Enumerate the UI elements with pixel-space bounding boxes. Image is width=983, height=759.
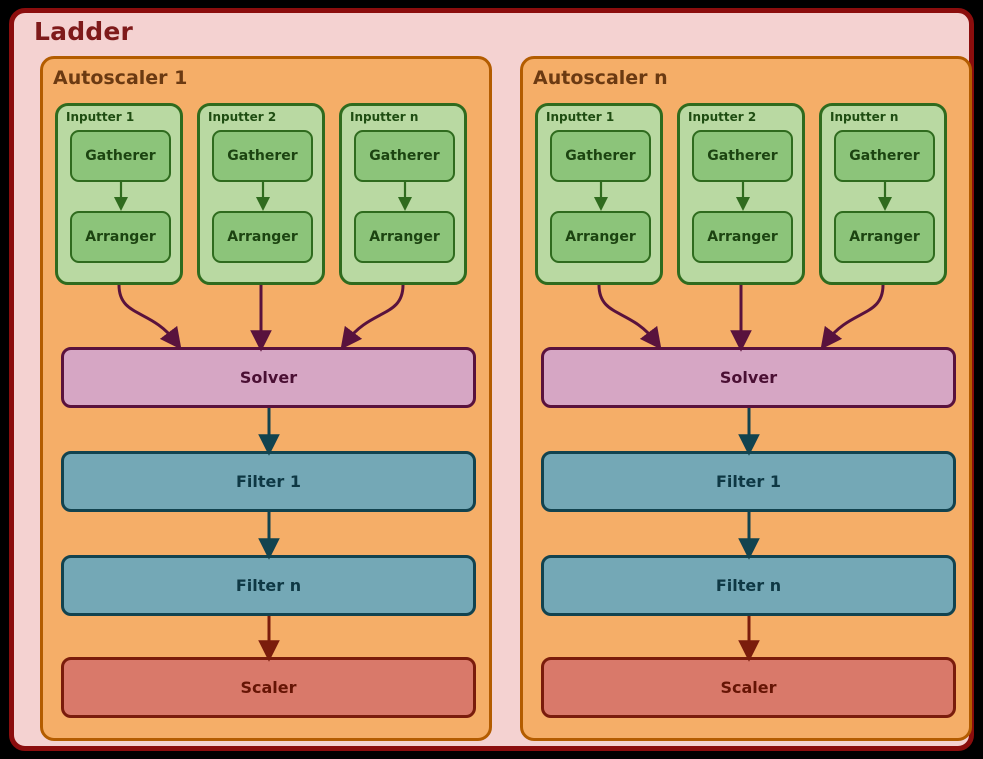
- inputter-title: Inputter 1: [66, 110, 135, 124]
- gatherer-box: Gatherer: [692, 130, 793, 182]
- filter-n-box: Filter n: [61, 555, 476, 616]
- autoscaler-n-inputter-n: Inputter n Gatherer Arranger: [819, 103, 947, 285]
- inputter-title: Inputter 2: [208, 110, 277, 124]
- autoscaler-1-inputter-1: Inputter 1 Gatherer Arranger: [55, 103, 183, 285]
- inputter-title: Inputter n: [350, 110, 419, 124]
- arranger-box: Arranger: [692, 211, 793, 263]
- ladder-title: Ladder: [34, 17, 134, 46]
- arranger-box: Arranger: [834, 211, 935, 263]
- ladder-container: Ladder Autoscaler 1 Inputter 1 Gatherer …: [9, 8, 974, 751]
- scaler-box: Scaler: [61, 657, 476, 718]
- inputter-title: Inputter 1: [546, 110, 615, 124]
- autoscaler-1-inputter-n: Inputter n Gatherer Arranger: [339, 103, 467, 285]
- solver-box: Solver: [61, 347, 476, 408]
- inputter-title: Inputter n: [830, 110, 899, 124]
- gatherer-box: Gatherer: [70, 130, 171, 182]
- arranger-box: Arranger: [70, 211, 171, 263]
- autoscaler-n-inputter-2: Inputter 2 Gatherer Arranger: [677, 103, 805, 285]
- gatherer-box: Gatherer: [550, 130, 651, 182]
- filter-n-box: Filter n: [541, 555, 956, 616]
- arranger-box: Arranger: [212, 211, 313, 263]
- arranger-box: Arranger: [354, 211, 455, 263]
- autoscaler-n-panel: Autoscaler n Inputter 1 Gatherer Arrange…: [520, 56, 972, 741]
- gatherer-box: Gatherer: [354, 130, 455, 182]
- filter-1-box: Filter 1: [541, 451, 956, 512]
- autoscaler-1-panel: Autoscaler 1 Inputter 1 Gatherer Arrange…: [40, 56, 492, 741]
- inputter-title: Inputter 2: [688, 110, 757, 124]
- autoscaler-n-title: Autoscaler n: [533, 67, 668, 89]
- autoscaler-n-inputter-1: Inputter 1 Gatherer Arranger: [535, 103, 663, 285]
- scaler-box: Scaler: [541, 657, 956, 718]
- autoscaler-1-inputter-2: Inputter 2 Gatherer Arranger: [197, 103, 325, 285]
- arranger-box: Arranger: [550, 211, 651, 263]
- autoscaler-1-title: Autoscaler 1: [53, 67, 188, 89]
- gatherer-box: Gatherer: [212, 130, 313, 182]
- gatherer-box: Gatherer: [834, 130, 935, 182]
- filter-1-box: Filter 1: [61, 451, 476, 512]
- solver-box: Solver: [541, 347, 956, 408]
